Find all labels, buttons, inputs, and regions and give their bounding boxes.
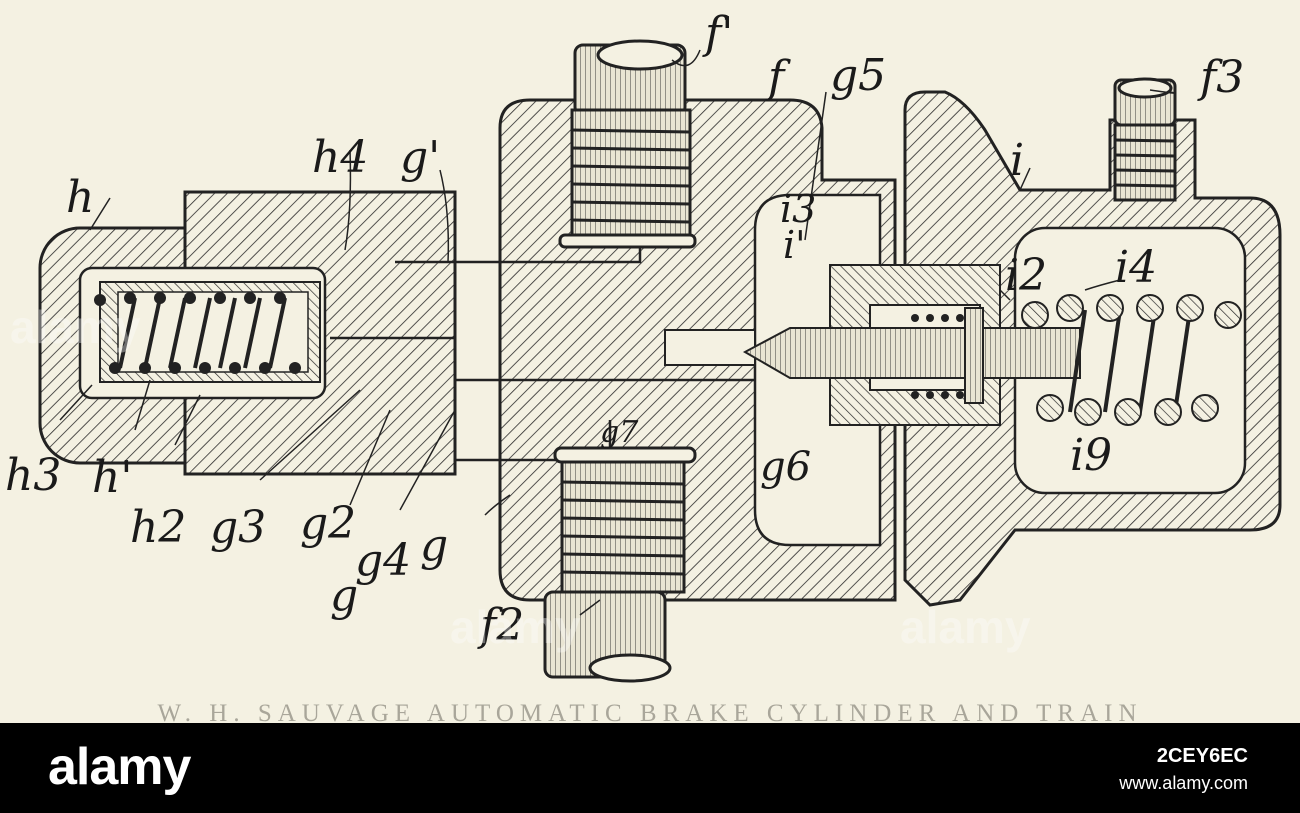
- label-g-lower: g: [330, 570, 358, 621]
- label-h2: h2: [130, 502, 186, 553]
- label-f: f: [765, 52, 791, 103]
- watermark-right: alamy: [900, 601, 1031, 653]
- washer-f1: [558, 233, 697, 249]
- passage-g4: [453, 345, 612, 462]
- washer-f2: [553, 446, 697, 464]
- springs: [94, 292, 1242, 426]
- left-spring-ends: [94, 292, 301, 374]
- label-h3: h3: [5, 450, 61, 501]
- leader-lines: [59, 49, 1176, 616]
- label-f3: f3: [1197, 52, 1244, 103]
- alamy-logo[interactable]: alamy: [48, 738, 191, 796]
- watermark-center: alamy: [450, 601, 581, 653]
- label-g4: g4: [355, 535, 411, 586]
- label-g2: g2: [300, 498, 356, 549]
- pipe-f2-mouth: [588, 653, 672, 683]
- reference-labels: f' f g5 f3 h4 g' h i3 i' i i2 i4 g7 g6 i…: [5, 8, 1244, 651]
- label-f-prime: f': [702, 8, 733, 59]
- label-g-prime: g': [400, 132, 440, 183]
- patent-drawing: f' f g5 f3 h4 g' h i3 i' i i2 i4 g7 g6 i…: [5, 8, 1282, 683]
- label-g3: g3: [210, 502, 266, 553]
- label-i: i: [1010, 135, 1024, 186]
- label-g-dot: g: [420, 520, 448, 571]
- label-i3: i3: [780, 187, 816, 231]
- thread-f2-rings: [561, 480, 685, 576]
- pipe-f1-mouth: [596, 39, 684, 71]
- thread-f1: [570, 108, 692, 237]
- valve-seat: [664, 329, 756, 366]
- label-g6: g6: [760, 444, 811, 490]
- passage-g1: [395, 245, 642, 264]
- right-spring: [1068, 309, 1192, 413]
- stock-footer: alamy 2CEY6EC www.alamy.com: [0, 723, 1300, 813]
- left-spring: [118, 297, 287, 369]
- image-id: 2CEY6EC: [1156, 745, 1248, 767]
- label-h-prime: h': [92, 452, 132, 503]
- label-f2: f2: [477, 600, 524, 651]
- label-i2: i2: [1005, 250, 1047, 301]
- stem-collar: [964, 307, 984, 404]
- pipes: [543, 39, 1177, 683]
- needle-stem: [742, 327, 1081, 379]
- label-h: h: [66, 172, 94, 223]
- label-i-prime: i': [783, 223, 806, 267]
- label-h4: h4: [312, 132, 368, 183]
- label-g5: g5: [830, 50, 886, 101]
- label-i4: i4: [1115, 242, 1157, 293]
- right-spring-coils: [1021, 294, 1242, 426]
- figure-caption: W. H. SAUVAGE AUTOMATIC BRAKE CYLINDER A…: [157, 700, 1143, 723]
- small-spring: [911, 314, 964, 399]
- label-g7: g7: [600, 415, 639, 450]
- website-link[interactable]: www.alamy.com: [1119, 773, 1248, 793]
- label-i9: i9: [1070, 430, 1112, 481]
- thread-f3: [1113, 123, 1177, 202]
- thread-f3-rings: [1114, 138, 1176, 188]
- pipe-f3-mouth: [1117, 77, 1173, 99]
- watermark-left: alamy: [10, 301, 141, 353]
- thread-f1-rings: [571, 128, 691, 224]
